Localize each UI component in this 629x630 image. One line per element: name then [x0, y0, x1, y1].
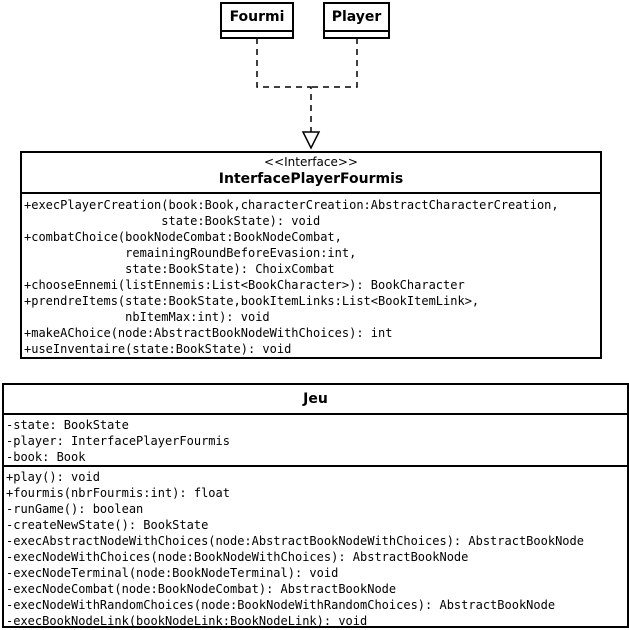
interface-method-line: remainingRoundBeforeEvasion:int, — [24, 246, 357, 260]
jeu-method-line: +play(): void — [6, 470, 100, 484]
interface-method-line: nbItemMax:int): void — [24, 310, 270, 324]
jeu-method-line: -execNodeWithChoices(node:BookNodeWithCh… — [6, 550, 469, 564]
class-player[interactable]: Player — [323, 2, 390, 39]
interface-method-line: +prendreItems(state:BookState,bookItemLi… — [24, 294, 480, 308]
player-realization-edge — [311, 38, 358, 88]
interface-method-line: state:BookState): ChoixCombat — [24, 262, 335, 276]
class-jeu[interactable]: Jeu -state: BookState -player: InterfaceP… — [2, 383, 629, 628]
jeu-attribute-line: -state: BookState — [6, 418, 129, 432]
jeu-method-line: -execNodeTerminal(node:BookNodeTerminal)… — [6, 566, 339, 580]
jeu-method-line: -execBookNodeLink(bookNodeLink:BookNodeL… — [6, 614, 368, 628]
jeu-methods: +play(): void +fourmis(nbrFourmis:int): f… — [4, 467, 627, 628]
interface-method-line: +useInventaire(state:BookState): void — [24, 342, 292, 356]
interface-name: InterfacePlayerFourmis — [218, 171, 404, 187]
jeu-method-line: -execAbstractNodeWithChoices(node:Abstra… — [6, 534, 584, 548]
realization-arrowhead — [301, 131, 321, 150]
jeu-attribute-line: -book: Book — [6, 450, 86, 464]
interface-method-line: state:BookState): void — [24, 214, 321, 228]
jeu-attribute-line: -player: InterfacePlayerFourmis — [6, 434, 230, 448]
class-fourmi-name: Fourmi — [222, 4, 292, 32]
class-fourmi[interactable]: Fourmi — [220, 2, 294, 39]
jeu-attributes: -state: BookState -player: InterfacePlaye… — [4, 415, 627, 467]
interface-method-line: +combatChoice(bookNodeCombat:BookNodeCom… — [24, 230, 342, 244]
interface-method-line: +makeAChoice(node:AbstractBookNodeWithCh… — [24, 326, 393, 340]
interface-method-line: +execPlayerCreation(book:Book,characterC… — [24, 198, 559, 212]
interface-methods: +execPlayerCreation(book:Book,characterC… — [22, 194, 600, 357]
interface-method-line: +chooseEnnemi(listEnnemis:List<BookChara… — [24, 278, 465, 292]
interface-header: <<Interface>> InterfacePlayerFourmis — [22, 153, 600, 194]
class-jeu-name: Jeu — [4, 385, 627, 415]
class-player-name: Player — [325, 4, 388, 32]
jeu-method-line: -createNewState(): BookState — [6, 518, 209, 532]
jeu-method-line: +fourmis(nbrFourmis:int): float — [6, 486, 230, 500]
jeu-method-line: -execNodeCombat(node:BookNodeCombat): Ab… — [6, 582, 397, 596]
class-interface-player-fourmis[interactable]: <<Interface>> InterfacePlayerFourmis +ex… — [20, 151, 602, 359]
interface-stereotype: <<Interface>> — [264, 155, 358, 169]
fourmi-realization-edge — [256, 38, 312, 132]
jeu-method-line: -execNodeWithRandomChoices(node:BookNode… — [6, 598, 556, 612]
jeu-method-line: -runGame(): boolean — [6, 502, 144, 516]
